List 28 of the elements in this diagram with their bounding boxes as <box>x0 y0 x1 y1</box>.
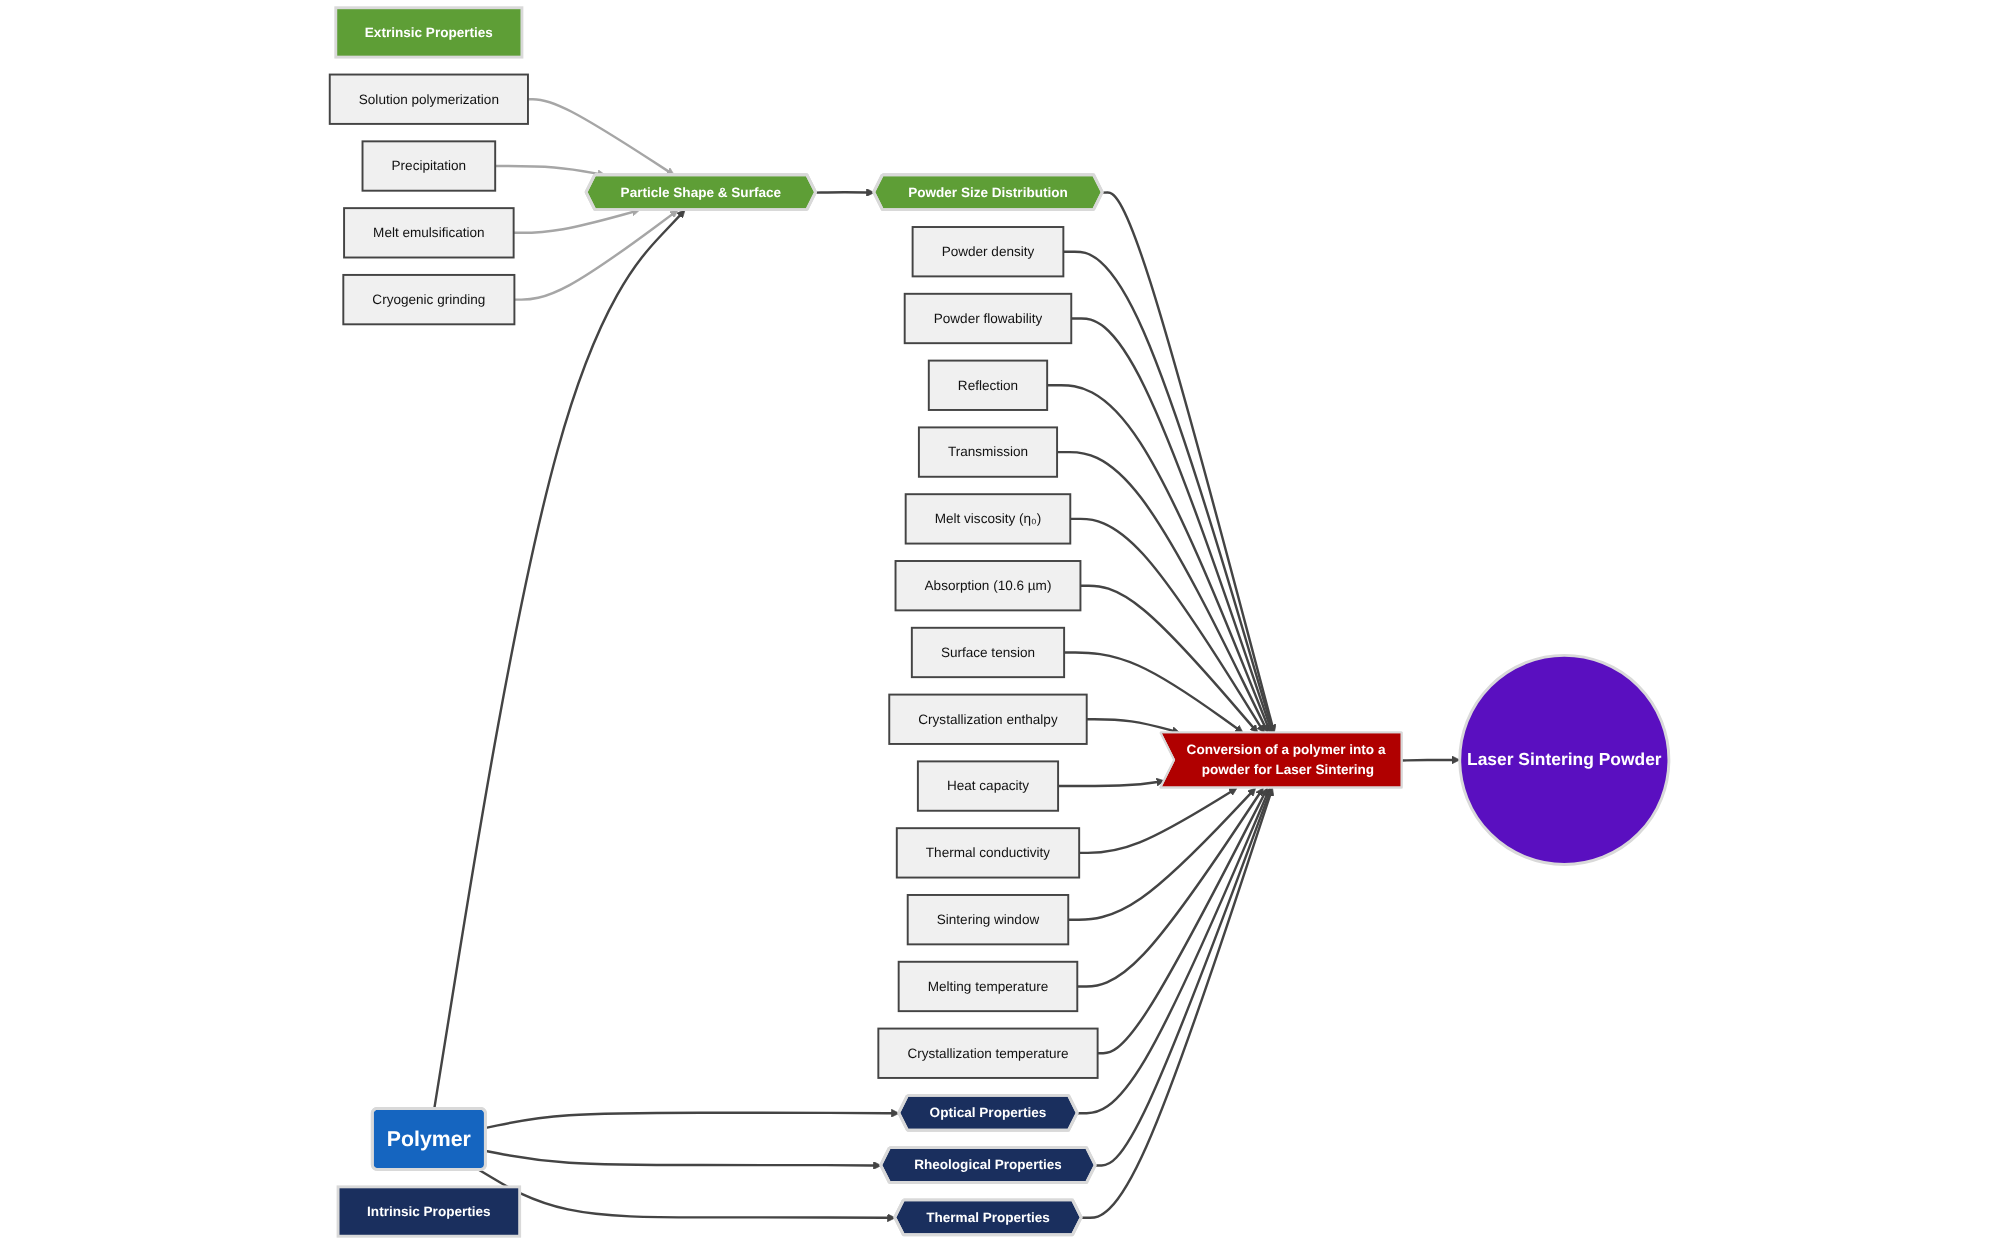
arrow <box>495 164 607 178</box>
arrow <box>1087 718 1181 735</box>
arrow <box>1082 787 1275 1220</box>
arrow <box>1081 584 1259 734</box>
arrow <box>1058 777 1166 788</box>
arrow <box>1068 787 1257 921</box>
arrow <box>1079 787 1239 855</box>
arrow <box>1047 384 1273 734</box>
arrow <box>486 1149 883 1170</box>
arrow <box>486 1108 901 1130</box>
arrow <box>1077 787 1265 988</box>
arrow <box>1103 191 1278 734</box>
arrow <box>1057 450 1270 734</box>
arrow <box>816 188 876 197</box>
arrow <box>515 209 680 301</box>
arrow <box>528 98 676 176</box>
arrow <box>1096 787 1274 1167</box>
arrow <box>1070 517 1266 734</box>
arrow <box>514 208 641 235</box>
arrow <box>1078 787 1272 1115</box>
node-circle: Laser Sintering Powder <box>1458 653 1671 866</box>
arrow <box>1098 787 1269 1055</box>
arrow <box>479 1168 897 1222</box>
arrow <box>1064 651 1245 734</box>
arrow <box>1064 250 1276 734</box>
arrow <box>1071 317 1275 734</box>
arrow <box>1402 755 1461 765</box>
arrow <box>433 209 686 1110</box>
